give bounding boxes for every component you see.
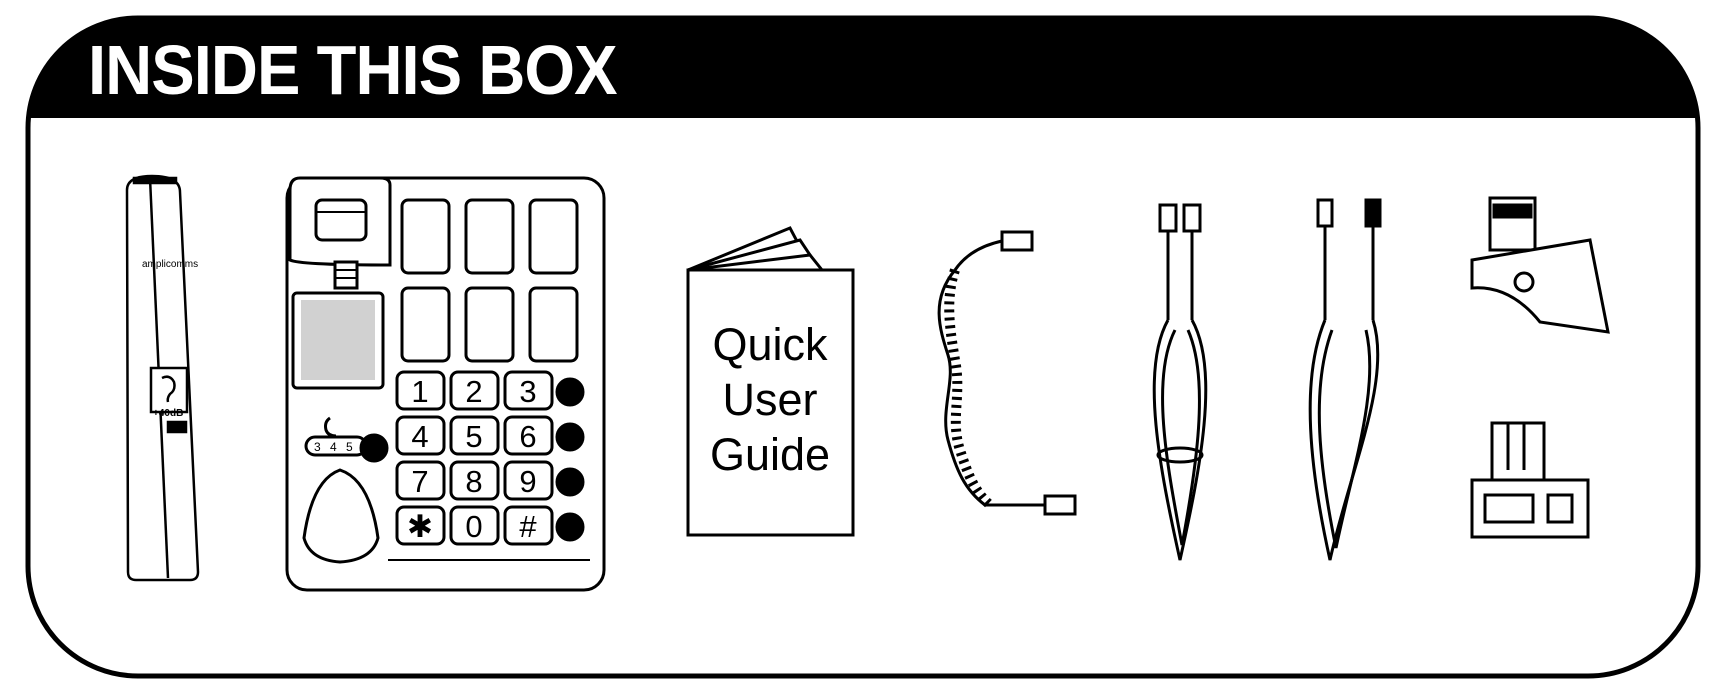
guide-line-1: Quick	[712, 319, 828, 370]
header-band	[28, 18, 1698, 118]
key-7: 7	[411, 464, 428, 499]
key-star: ✱	[407, 509, 433, 544]
memory-label-2: 4	[330, 440, 337, 454]
key-2: 2	[465, 374, 482, 409]
key-0: 0	[465, 509, 482, 544]
key-9: 9	[519, 464, 536, 499]
line-cord-2	[1308, 198, 1382, 561]
handset-brand: amplicomms	[142, 259, 198, 270]
quick-guide-booklet: Quick User Guide	[686, 226, 855, 537]
base-unit-illustration: 3 4 5 1 2 3 4 5 6 7 8 9	[285, 176, 606, 592]
key-8: 8	[465, 464, 482, 499]
phone-adapter-bottom	[1470, 421, 1590, 539]
key-3: 3	[519, 374, 536, 409]
guide-line-2: User	[722, 374, 817, 425]
memory-label-1: 3	[314, 440, 321, 454]
page-title: INSIDE THIS BOX	[88, 31, 618, 109]
handset-badge: +40dB	[153, 408, 183, 419]
line-cord-1	[1152, 203, 1208, 561]
key-5: 5	[465, 419, 482, 454]
key-1: 1	[411, 374, 428, 409]
guide-line-3: Guide	[710, 429, 830, 480]
key-4: 4	[411, 419, 428, 454]
memory-label-3: 5	[346, 440, 353, 454]
key-6: 6	[519, 419, 536, 454]
speaker-grille	[291, 291, 385, 390]
key-hash: #	[519, 509, 537, 544]
coiled-cord	[937, 230, 1077, 516]
handset-illustration: amplicomms +40dB	[125, 174, 200, 582]
phone-adapter-top	[1470, 196, 1610, 334]
